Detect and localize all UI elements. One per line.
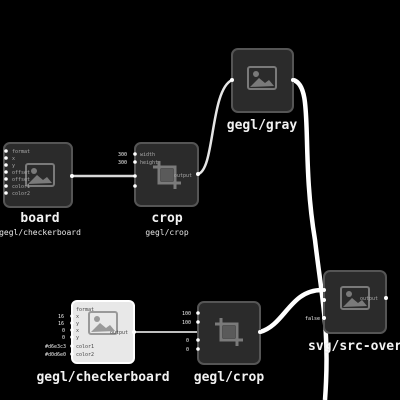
- port-value: 100: [182, 320, 191, 326]
- node-gray-frame: [231, 48, 294, 113]
- node-crop-top[interactable]: 300 300 width height output crop gegl/cr…: [118, 142, 200, 237]
- port-label: offset: [12, 170, 30, 176]
- output-port: [291, 78, 295, 82]
- port-label: output: [360, 296, 378, 302]
- node-src-over[interactable]: false output svg/src-over: [305, 270, 400, 354]
- port-label: width: [140, 152, 155, 158]
- node-crop-top-ports: 300 300 width height output: [118, 152, 200, 188]
- wires: [71, 77, 329, 400]
- node-src-over-ports: false output: [305, 288, 388, 322]
- node-gray[interactable]: gegl/gray: [227, 48, 298, 133]
- port-label: height: [140, 160, 158, 166]
- port-value: 100: [182, 311, 191, 317]
- node-checkerboard[interactable]: 16 16 0 0 #d6e3c3 #d0d6e0 format x y x y…: [36, 300, 170, 385]
- port-value: 300: [118, 160, 127, 166]
- node-crop-bottom-title: gegl/crop: [194, 370, 265, 385]
- image-icon: [88, 311, 118, 335]
- node-src-over-title: svg/src-over: [308, 339, 400, 354]
- input-port: [230, 78, 234, 82]
- node-board-ports: format x y offset offset color1 color2: [4, 149, 74, 197]
- port-label: output: [110, 330, 128, 336]
- port-value: #d6e3c3: [45, 344, 66, 350]
- node-board-op: gegl/checkerboard: [0, 228, 81, 237]
- port-label: format: [12, 149, 30, 155]
- port-label: color2: [76, 352, 94, 358]
- port-value: 300: [118, 152, 127, 158]
- port-value: 16: [58, 314, 64, 320]
- port-value: 0: [186, 347, 189, 353]
- port-label: format: [76, 307, 94, 313]
- port-value: 0: [62, 335, 65, 341]
- port-label: y: [76, 321, 79, 327]
- port-label: x: [76, 314, 79, 320]
- port-value: #d0d6e0: [45, 352, 66, 358]
- port-value: false: [305, 316, 320, 322]
- node-gray-title: gegl/gray: [227, 118, 298, 133]
- node-crop-top-title: crop: [151, 211, 182, 226]
- node-crop-bottom[interactable]: 100 100 0 0 gegl/crop: [182, 301, 265, 385]
- port-label: color2: [12, 191, 30, 197]
- port-label: x: [12, 156, 15, 162]
- port-label: offset: [12, 177, 30, 183]
- port-value: 0: [62, 328, 65, 334]
- port-label: output: [174, 173, 192, 179]
- port-label: color1: [76, 344, 94, 350]
- node-crop-bottom-ports: 100 100 0 0: [182, 311, 262, 353]
- port-label: y: [12, 163, 15, 169]
- node-crop-top-op: gegl/crop: [145, 228, 189, 237]
- port-value: 16: [58, 321, 64, 327]
- node-board-title: board: [20, 211, 59, 226]
- node-checkerboard-title: gegl/checkerboard: [36, 370, 169, 385]
- node-checkerboard-ports: 16 16 0 0 #d6e3c3 #d0d6e0 format x y x y…: [45, 307, 136, 358]
- port-label: x: [76, 328, 79, 334]
- node-board[interactable]: format x y offset offset color1 color2 b…: [0, 142, 81, 237]
- port-label: color1: [12, 184, 30, 190]
- port-label: y: [76, 335, 79, 341]
- port-value: 0: [186, 338, 189, 344]
